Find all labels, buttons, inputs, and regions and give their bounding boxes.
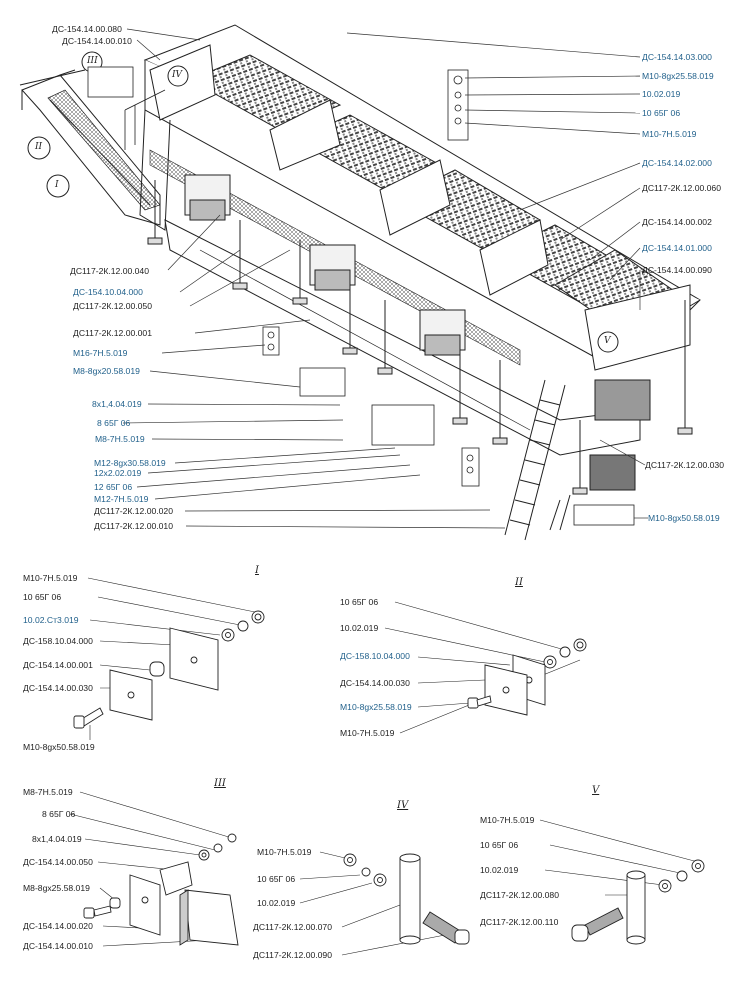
label-ds154-002: ДС-154.14.00.002: [642, 217, 712, 227]
label-m10-50: М10-8gх50.58.019: [648, 513, 720, 523]
d5-m10-nut: М10-7Н.5.019: [480, 815, 535, 825]
detail-III-title: III: [214, 778, 226, 789]
callout-I: I: [55, 180, 59, 190]
label-ds117-030: ДС117-2К.12.00.030: [645, 460, 724, 470]
d1-m10-nut: М10-7Н.5.019: [23, 573, 78, 583]
d1-m10-50: М10-8gх50.58.019: [23, 742, 95, 752]
main-hardware-icons: [87, 66, 635, 526]
label-ds117-060: ДС117-2К.12.00.060: [642, 183, 721, 193]
d3-8x14: 8х1,4.04.019: [32, 834, 82, 844]
d1-10-02-st3: 10.02.Ст3.019: [23, 615, 79, 625]
callout-II: II: [35, 142, 43, 152]
d2-10-65g: 10 65Г 06: [340, 597, 379, 607]
callout-V: V: [604, 336, 611, 346]
conveyor: [19, 69, 161, 226]
leader-lines: [122, 28, 648, 529]
label-ds154-010: ДС-154.14.00.010: [62, 36, 132, 46]
label-m12-nut: М12-7Н.5.019: [94, 494, 149, 504]
d3-ds154-050: ДС-154.14.00.050: [23, 857, 93, 867]
label-12x2: 12х2.02.019: [94, 468, 142, 478]
label-ds154-090: ДС-154.14.00.090: [642, 265, 712, 275]
detail-IV-title: IV: [397, 800, 409, 811]
label-10-02: 10.02.019: [642, 89, 681, 99]
d2-m10-nut: М10-7Н.5.019: [340, 728, 395, 738]
ladder: [504, 379, 571, 541]
d5-10-65g: 10 65Г 06: [480, 840, 519, 850]
callout-IV: IV: [172, 70, 183, 80]
d3-8-65g: 8 65Г 06: [42, 809, 76, 819]
label-8x14: 8х1,4.04.019: [92, 399, 142, 409]
detail-II-title: II: [515, 577, 523, 588]
d2-ds154-030: ДС-154.14.00.030: [340, 678, 410, 688]
callout-III: III: [87, 56, 98, 66]
label-m10-25: М10-8gх25.58.019: [642, 71, 714, 81]
d4-ds117-090: ДС117-2К.12.00.090: [253, 950, 332, 960]
label-ds117-050: ДС117-2К.12.00.050: [73, 301, 152, 311]
label-12-65g: 12 65Г 06: [94, 482, 133, 492]
vibrator-units: [184, 174, 651, 491]
label-ds154-02: ДС-154.14.02.000: [642, 158, 712, 168]
detail-V-art: [539, 819, 705, 945]
d2-10-02: 10.02.019: [340, 623, 379, 633]
d3-m8-nut: М8-7Н.5.019: [23, 787, 73, 797]
d1-ds154-001: ДС-154.14.00.001: [23, 660, 93, 670]
label-ds154-03: ДС-154.14.03.000: [642, 52, 712, 62]
label-m12-bolt: М12-8gх30.58.019: [94, 458, 166, 468]
detail-V-title: V: [592, 785, 600, 796]
d5-ds117-080: ДС117-2К.12.00.080: [480, 890, 559, 900]
d1-ds154-030: ДС-154.14.00.030: [23, 683, 93, 693]
d1-10-65g: 10 65Г 06: [23, 592, 62, 602]
detail-I-title: I: [255, 565, 259, 576]
label-ds154-10-04: ДС-154.10.04.000: [73, 287, 143, 297]
detail-II-art: [384, 601, 587, 734]
d2-ds158: ДС-158.10.04.000: [340, 651, 410, 661]
detail-I-art: [73, 577, 265, 740]
d3-m8-25: М8-8gх25.58.019: [23, 883, 90, 893]
label-ds117-020: ДС117-2К.12.00.020: [94, 506, 173, 516]
label-m16: М16-7Н.5.019: [73, 348, 128, 358]
screen-machine: [19, 24, 701, 541]
label-ds154-01: ДС-154.14.01.000: [642, 243, 712, 253]
label-m10-nut: М10-7Н.5.019: [642, 129, 697, 139]
label-m8-bolt: М8-8gх20.58.019: [73, 366, 140, 376]
d1-ds158: ДС-158.10.04.000: [23, 636, 93, 646]
d5-ds117-110: ДС117-2К.12.00.110: [480, 917, 559, 927]
d4-10-65g: 10 65Г 06: [257, 874, 296, 884]
label-m8-nut: М8-7Н.5.019: [95, 434, 145, 444]
d3-ds154-020: ДС-154.14.00.020: [23, 921, 93, 931]
label-10-65g: 10 65Г 06: [642, 108, 681, 118]
d5-10-02: 10.02.019: [480, 865, 519, 875]
label-ds154-080: ДС-154.14.00.080: [52, 24, 122, 34]
d4-ds117-070: ДС117-2К.12.00.070: [253, 922, 332, 932]
d2-m10-25: М10-8gх25.58.019: [340, 702, 412, 712]
label-8-65g: 8 65Г 06: [97, 418, 131, 428]
label-ds117-001: ДС117-2К.12.00.001: [73, 328, 152, 338]
d4-m10-nut: М10-7Н.5.019: [257, 847, 312, 857]
d3-ds154-010: ДС-154.14.00.010: [23, 941, 93, 951]
d4-10-02: 10.02.019: [257, 898, 296, 908]
detail-IV-art: [299, 851, 470, 956]
detail-III-art: [69, 791, 239, 947]
label-ds117-040: ДС117-2К.12.00.040: [70, 266, 149, 276]
label-ds117-010: ДС117-2К.12.00.010: [94, 521, 173, 531]
